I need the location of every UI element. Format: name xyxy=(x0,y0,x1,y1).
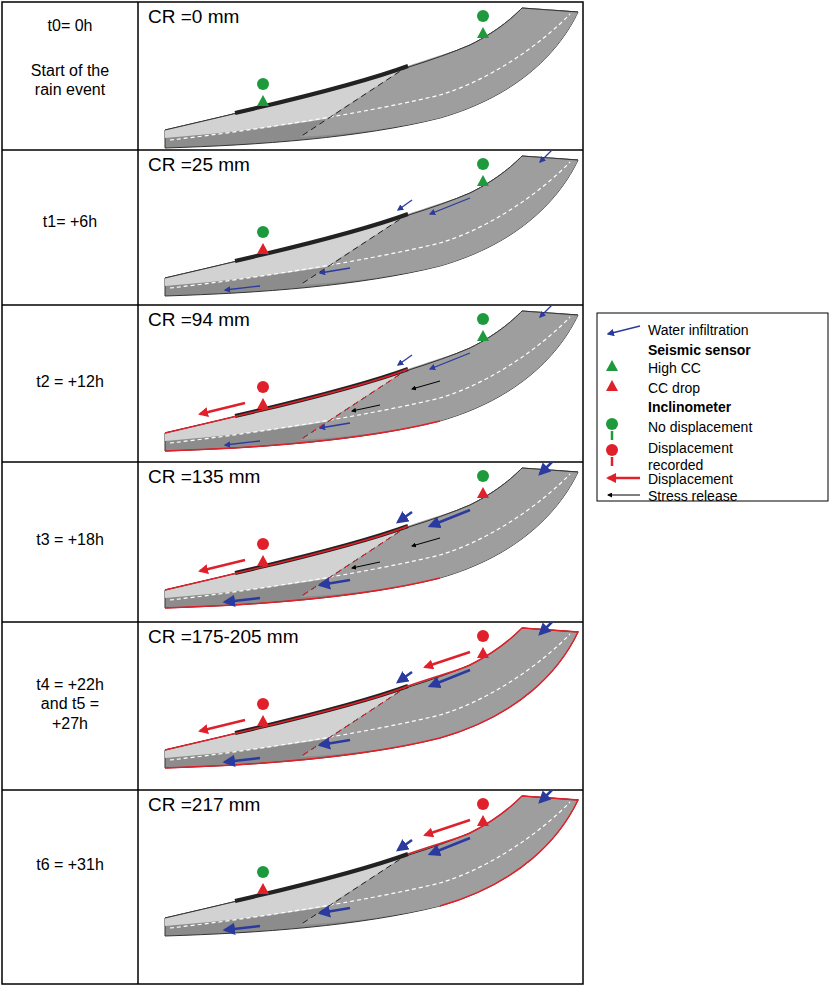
moving-mass-outline xyxy=(165,686,440,768)
time-note: Start of the rain event xyxy=(25,61,115,99)
legend-text: CC drop xyxy=(648,380,823,397)
seismic-sensor xyxy=(257,555,269,566)
moving-mass-outline xyxy=(165,369,440,451)
legend-text: High CC xyxy=(648,360,823,377)
time-label: t6 = +31h xyxy=(10,855,130,874)
infiltration-arrow xyxy=(430,198,470,214)
moving-mass-boundary xyxy=(300,369,408,440)
legend-text: Stress release xyxy=(648,488,823,505)
slope-section xyxy=(165,796,578,936)
infiltration-arrow xyxy=(430,353,470,369)
seismic-sensor xyxy=(477,647,489,658)
infiltration-arrow xyxy=(320,580,350,585)
cumulative-rain: CR =94 mm xyxy=(148,309,250,332)
seismic-sensor xyxy=(257,398,269,409)
inclinometer xyxy=(257,381,269,393)
seismic-sensor xyxy=(477,27,489,38)
infiltration-arrow xyxy=(398,840,412,850)
seismic-sensor xyxy=(477,487,489,498)
infiltration-arrow xyxy=(540,305,552,317)
infiltration-arrow xyxy=(430,510,470,526)
table-grid xyxy=(2,2,583,984)
legend-text: Displacement xyxy=(648,471,823,488)
inclinometer xyxy=(477,470,489,482)
cumulative-rain: CR =175-205 mm xyxy=(148,626,298,649)
time-label: t0= 0h xyxy=(10,16,130,35)
legend-heading: Inclinometer xyxy=(648,399,731,416)
infiltration-arrow xyxy=(540,622,552,634)
infiltration-arrow xyxy=(398,512,412,522)
slope-panel xyxy=(165,8,578,148)
slope-section xyxy=(165,468,578,608)
infiltration-arrow xyxy=(430,838,470,854)
time-label: t3 = +18h xyxy=(10,530,130,549)
infiltration-arrow xyxy=(540,150,552,162)
inclinometer xyxy=(257,78,269,90)
legend-text: Displacement recorded xyxy=(648,440,748,474)
seismic-sensor xyxy=(257,243,269,254)
inclinometer xyxy=(477,798,489,810)
inclinometer xyxy=(257,226,269,238)
seismic-sensor xyxy=(257,95,269,106)
cumulative-rain: CR =0 mm xyxy=(148,6,239,29)
seismic-sensor xyxy=(257,715,269,726)
moving-mass-boundary xyxy=(300,686,408,757)
infiltration-arrow xyxy=(398,355,412,365)
moving-mass-outline xyxy=(408,628,578,738)
infiltration-arrow xyxy=(225,926,260,930)
infiltration-arrow xyxy=(430,670,470,686)
moving-mass-outline xyxy=(408,796,578,906)
inclinometer xyxy=(477,158,489,170)
infiltration-arrow xyxy=(398,200,412,210)
infiltration-arrow xyxy=(398,672,412,682)
infiltration-arrow xyxy=(225,758,260,762)
slope-section xyxy=(165,8,578,148)
slope-section xyxy=(165,311,578,451)
infiltration-arrow xyxy=(225,286,260,290)
displacement-arrow xyxy=(200,403,245,414)
inclinometer xyxy=(477,313,489,325)
inclinometer xyxy=(257,698,269,710)
inclinometer xyxy=(257,866,269,878)
slope-section xyxy=(165,628,578,768)
legend-text: No displacement xyxy=(648,419,823,436)
time-label: t4 = +22h and t5 = +27h xyxy=(28,675,112,733)
stress-arrow xyxy=(412,381,440,389)
stress-arrow xyxy=(352,405,380,411)
displacement-arrow xyxy=(200,560,245,571)
moving-mass-outline xyxy=(165,526,440,608)
infiltration-arrow xyxy=(320,268,350,273)
slope-section xyxy=(165,156,578,296)
time-label: t1= +6h xyxy=(10,212,130,231)
inclinometer xyxy=(477,10,489,22)
seismic-sensor xyxy=(477,175,489,186)
displacement-arrow xyxy=(425,652,470,667)
infiltration-arrow xyxy=(320,908,350,913)
time-label: t2 = +12h xyxy=(10,372,130,391)
infiltration-arrow xyxy=(225,598,260,602)
cumulative-rain: CR =135 mm xyxy=(148,466,260,489)
seismic-sensor xyxy=(257,883,269,894)
moving-mass-boundary xyxy=(300,526,408,597)
inclinometer xyxy=(257,538,269,550)
seismic-sensor xyxy=(477,330,489,341)
stress-arrow xyxy=(352,562,380,568)
infiltration-arrow xyxy=(225,441,260,445)
seismic-sensor xyxy=(477,815,489,826)
displacement-arrow xyxy=(200,720,245,731)
legend-frame xyxy=(597,313,828,501)
cumulative-rain: CR =25 mm xyxy=(148,154,250,177)
stress-arrow xyxy=(412,538,440,546)
cumulative-rain: CR =217 mm xyxy=(148,794,260,817)
infiltration-arrow xyxy=(540,462,552,474)
displacement-arrow xyxy=(425,820,470,835)
inclinometer xyxy=(477,630,489,642)
infiltration-arrow xyxy=(540,790,552,802)
infiltration-arrow xyxy=(320,423,350,428)
legend-heading: Seismic sensor xyxy=(648,342,751,359)
infiltration-arrow xyxy=(320,740,350,745)
legend-text: Water infiltration xyxy=(648,322,823,339)
